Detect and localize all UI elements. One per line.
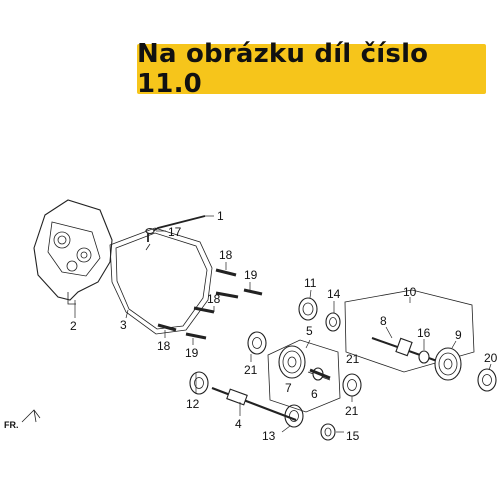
callout-2: 2 — [70, 319, 77, 333]
callout-12: 12 — [186, 397, 200, 411]
callout-11: 11 — [304, 276, 317, 290]
callout-18-b: 18 — [207, 292, 221, 306]
transmission-cover-part[interactable] — [33, 199, 113, 305]
bearing-11-part[interactable] — [298, 297, 318, 321]
callout-6: 6 — [311, 387, 318, 401]
callout-16: 16 — [417, 326, 431, 340]
front-direction-arrow-icon — [21, 409, 41, 423]
part-number-banner: Na obrázku díl číslo 11.0 — [137, 39, 486, 99]
front-direction-label: FR. — [4, 420, 19, 430]
callout-21-c: 21 — [346, 352, 360, 366]
gasket-part[interactable] — [109, 227, 213, 335]
callout-18-a: 18 — [219, 248, 233, 262]
callout-21-b: 21 — [345, 404, 359, 418]
callout-4: 4 — [235, 417, 242, 431]
leader-lines — [74, 215, 492, 433]
callout-10: 10 — [403, 285, 417, 299]
callout-3: 3 — [120, 318, 127, 332]
callout-20: 20 — [484, 351, 498, 365]
seal-15-part[interactable] — [320, 423, 336, 441]
callout-21-a: 21 — [244, 363, 258, 377]
bearing-21-a-part[interactable] — [247, 331, 267, 355]
callout-19-b: 19 — [185, 346, 199, 360]
callout-5: 5 — [306, 324, 313, 338]
countershaft-assembly-10[interactable] — [344, 289, 475, 381]
callout-17: 17 — [168, 225, 182, 239]
callout-18-c: 18 — [157, 339, 171, 353]
callout-9: 9 — [455, 328, 462, 342]
callout-19-a: 19 — [244, 268, 258, 282]
callout-8: 8 — [380, 314, 387, 328]
bolt-set[interactable] — [157, 268, 263, 340]
banner-text: Na obrázku díl číslo 11.0 — [137, 39, 429, 99]
callout-1: 1 — [217, 209, 224, 223]
gear-assembly-5[interactable] — [267, 339, 341, 413]
bearing-21-b-part[interactable] — [342, 373, 362, 397]
callout-15: 15 — [346, 429, 360, 443]
oil-seal-part[interactable] — [325, 312, 341, 332]
callout-13: 13 — [262, 429, 276, 443]
bearing-12-part[interactable] — [189, 371, 209, 395]
bearing-20-part[interactable] — [477, 368, 497, 392]
callout-7: 7 — [285, 381, 292, 395]
callout-14: 14 — [327, 287, 341, 301]
bearing-21-c-part[interactable] — [284, 404, 304, 428]
drive-shaft-part[interactable] — [211, 386, 297, 422]
